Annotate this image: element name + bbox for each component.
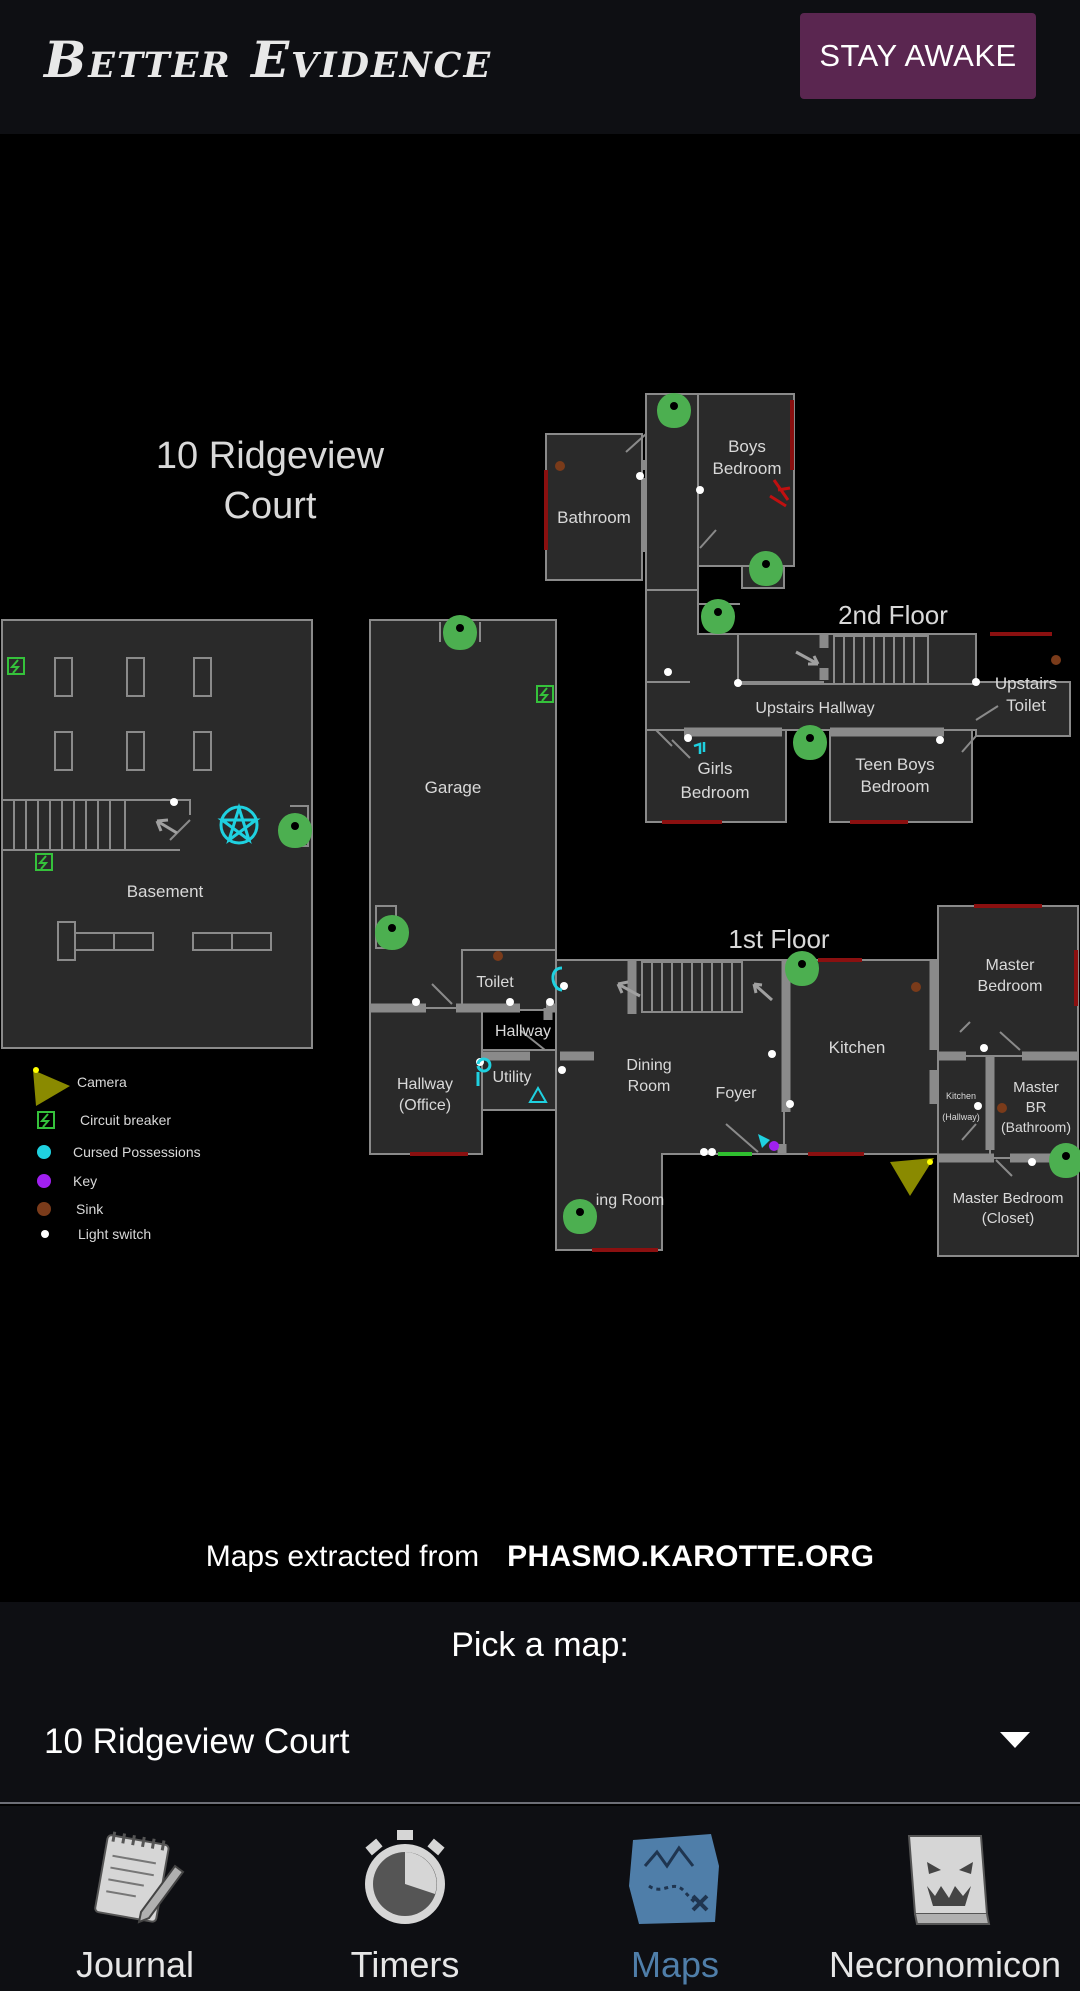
room-teen-boys-2: Bedroom [861,777,930,796]
stopwatch-icon [365,1830,445,1924]
room-upstairs-hallway: Upstairs Hallway [755,700,874,717]
room-hallway-office-1: Hallway [397,1076,453,1093]
room-kitchen-hallway-1: Kitchen [946,1091,976,1101]
room-hallway-office-2: (Office) [399,1097,451,1114]
tab-maps[interactable]: Maps [540,1806,810,1991]
circuit-breaker-icon [536,685,554,703]
first-floor [369,619,1079,1257]
legend-sink: Sink [76,1201,104,1217]
evil-book-icon [907,1835,991,1925]
map-name-line1: 10 Ridgeview [156,435,385,477]
room-upstairs-toilet-1: Upstairs [995,674,1057,693]
map-picker: Pick a map: 10 Ridgeview Court [0,1602,1080,1804]
room-hallway: Hallway [495,1023,551,1040]
legend-key: Key [73,1173,97,1189]
location-pin-icon[interactable] [749,551,783,586]
legend-camera: Camera [77,1074,127,1090]
chevron-down-icon [1000,1732,1030,1748]
tab-journal[interactable]: Journal [0,1806,270,1991]
room-kitchen-hallway-2: (Hallway) [942,1112,980,1122]
room-kitchen: Kitchen [829,1038,886,1057]
location-pin-icon[interactable] [1049,1143,1080,1178]
stay-awake-button[interactable]: STAY AWAKE [800,13,1036,99]
location-pin-icon[interactable] [793,725,827,760]
room-utility: Utility [492,1069,531,1086]
credit-source-link[interactable]: PHASMO.KAROTTE.ORG [507,1540,875,1573]
room-master-br-2: BR [1026,1099,1047,1116]
room-dining-2: Room [628,1078,671,1095]
tab-necronomicon-label: Necronomicon [828,1944,1062,1985]
location-pin-icon[interactable] [443,615,477,650]
floor-label-second: 2nd Floor [838,600,948,630]
room-basement: Basement [127,882,204,901]
tab-maps-label: Maps [630,1944,720,1985]
app-bar: Better Evidence STAY AWAKE [0,0,1080,134]
tab-timers-label: Timers [350,1944,460,1985]
room-foyer: Foyer [716,1085,758,1102]
room-boys-bedroom-2: Bedroom [713,459,782,478]
location-pin-icon[interactable] [657,393,691,428]
room-girls-bedroom-1: Girls [698,759,733,778]
floor-label-first: 1st Floor [728,924,829,954]
room-bathroom: Bathroom [557,508,631,527]
room-girls-bedroom-2: Bedroom [681,783,750,802]
location-pin-icon[interactable] [563,1199,597,1234]
room-boys-bedroom-1: Boys [728,437,766,456]
room-master-br-1: Master [1013,1079,1059,1096]
tab-necronomicon[interactable]: Necronomicon [810,1806,1080,1991]
map-name-line2: Court [224,485,317,527]
location-pin-icon[interactable] [701,599,735,634]
circuit-breaker-icon [7,657,25,675]
room-master-bedroom-1: Master [986,957,1036,974]
room-teen-boys-1: Teen Boys [855,755,934,774]
treasure-map-icon [629,1834,719,1924]
notebook-icon [94,1831,185,1924]
room-master-bedroom-2: Bedroom [978,978,1043,995]
legend-cursed: Cursed Possessions [73,1144,201,1160]
room-upstairs-toilet-2: Toilet [1006,696,1046,715]
location-pin-icon[interactable] [785,951,819,986]
map-view[interactable]: 10 Ridgeview Court Basement [0,134,1080,1534]
room-master-closet-1: Master Bedroom [953,1190,1064,1207]
picker-title: Pick a map: [451,1626,629,1664]
tab-timers[interactable]: Timers [270,1806,540,1991]
room-living: ing Room [596,1192,664,1209]
room-dining-1: Dining [626,1057,671,1074]
map-credit: Maps extracted from PHASMO.KAROTTE.ORG [0,1540,1080,1574]
room-master-closet-2: (Closet) [982,1210,1035,1227]
map-select-dropdown[interactable]: 10 Ridgeview Court [0,1702,1080,1804]
circuit-breaker-icon [35,853,53,871]
map-select-value: 10 Ridgeview Court [44,1722,350,1761]
cursed-possession-star-icon [217,802,261,845]
basement-floor [1,619,313,1049]
location-pin-icon[interactable] [278,813,312,848]
map-legend: Camera Circuit breaker Cursed Possession… [33,1067,201,1242]
room-master-br-3: (Bathroom) [1001,1119,1071,1135]
room-toilet: Toilet [476,974,514,991]
legend-light-switch: Light switch [78,1226,151,1242]
room-garage: Garage [425,778,482,797]
tab-journal-label: Journal [75,1944,195,1985]
legend-circuit-breaker: Circuit breaker [80,1112,171,1128]
bottom-nav: Journal Timers Maps Necronomicon [0,1806,1080,1991]
credit-prefix: Maps extracted from [205,1540,480,1573]
app-title: Better Evidence [44,30,493,89]
location-pin-icon[interactable] [375,915,409,950]
